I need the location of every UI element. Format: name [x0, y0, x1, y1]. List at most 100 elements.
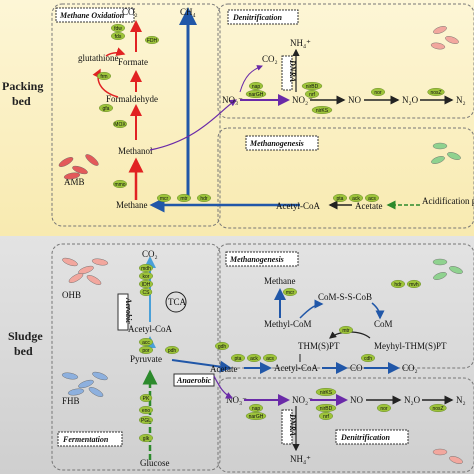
anaerobic-label: Anaerobic: [176, 376, 212, 385]
svg-text:hdr: hdr: [394, 282, 402, 288]
n2-top-label: N₂: [456, 95, 466, 105]
enzyme-mox: MOX: [112, 119, 127, 128]
svg-text:mcr: mcr: [160, 196, 169, 202]
svg-text:nor: nor: [380, 406, 388, 412]
svg-text:fdw: fdw: [114, 26, 122, 32]
denitrification-top-box: [227, 9, 299, 25]
formaldehyde-to-glutathione-arrow: [92, 68, 119, 98]
ohb-microbe: [86, 275, 102, 285]
dnra-bottom-label: DNRA: [288, 413, 297, 437]
enzyme-nrf: nrf: [319, 412, 334, 421]
svg-text:MOX: MOX: [114, 122, 126, 128]
svg-text:ack: ack: [352, 196, 360, 202]
svg-text:nosZ: nosZ: [430, 90, 441, 96]
svg-text:gdh: gdh: [218, 344, 227, 350]
cossc-to-com-arrow: [371, 302, 385, 320]
svg-text:eno: eno: [142, 408, 151, 414]
fhb-microbe: [78, 379, 94, 389]
denitrifier-microbe: [433, 26, 447, 34]
methane-label: Methane: [116, 200, 148, 210]
svg-text:PGL: PGL: [141, 418, 151, 424]
enzyme-mmo: mmo: [112, 179, 127, 188]
no3-top-label: NO₃⁻: [222, 95, 243, 105]
enzyme-nap: nap: [248, 404, 263, 413]
enzyme-mdh: mdh: [138, 264, 153, 273]
nh4-bottom-label: NH₄⁺: [290, 454, 311, 464]
enzyme-pk: PK: [139, 394, 153, 403]
enzyme-pta: pta: [230, 354, 245, 363]
methanogen-microbe: [431, 156, 445, 164]
svg-text:narGH: narGH: [249, 92, 264, 98]
enzyme-cdh: cdh: [361, 354, 376, 363]
enzyme-nap: nap: [248, 81, 263, 90]
enzyme-acs: acs: [263, 354, 278, 363]
cossc-label: CoM-S-S-CoB: [318, 292, 372, 302]
svg-text:FDH: FDH: [147, 38, 158, 44]
methane-oxidation-title: Methane Oxidation: [59, 11, 125, 20]
methanogenesis-top-region: [217, 127, 474, 229]
enzyme-hdr: hdr: [196, 193, 211, 202]
methanogen-microbe: [449, 266, 463, 274]
fhb-microbe: [67, 388, 85, 396]
enzyme-mvh: mvh: [407, 280, 422, 289]
glucose-label: Glucose: [140, 458, 170, 468]
methanogen-microbe: [432, 142, 448, 150]
enzyme-nor: nor: [377, 404, 392, 413]
aerobic-box: [117, 293, 129, 331]
svg-text:nrf: nrf: [309, 92, 315, 98]
enzyme-narGH: narGH: [245, 89, 267, 98]
amb-microbe: [85, 154, 99, 166]
ohb-microbe: [62, 257, 78, 267]
denitrification-top-region: [217, 3, 474, 119]
svg-text:nap: nap: [252, 406, 261, 412]
formate-label: Formate: [118, 57, 148, 67]
n2o-top-label: N₂O: [402, 95, 419, 105]
no-bottom-label: NO: [350, 395, 363, 405]
fermentation-box: [57, 431, 123, 447]
enzyme-nirBD: nirBD: [315, 404, 337, 413]
enzyme-idh: IDH: [138, 280, 153, 289]
denitrifier-microbe: [432, 448, 448, 456]
meyhyl-label: Meyhyl-THM(S)PT: [374, 341, 447, 351]
enzyme-nirKS: nirKS: [311, 105, 333, 114]
enzyme-nrf: nrf: [305, 89, 320, 98]
enzyme-fds: fds: [110, 32, 125, 41]
tca-circle: [165, 291, 187, 313]
acidification-label: Acidification products: [422, 196, 474, 206]
n2o-bottom-label: N₂O: [404, 395, 421, 405]
acetate-to-denitrification-arrow: [213, 375, 234, 399]
ohb-microbe: [68, 273, 84, 283]
acetate-bottom-label: Acetate: [210, 364, 237, 374]
methane-oxidation-box: [55, 7, 135, 23]
enzyme-por: por: [138, 346, 153, 355]
enzyme-pgl: PGL: [138, 416, 153, 425]
methanogen-microbe: [447, 152, 461, 160]
svg-text:acc: acc: [142, 340, 150, 346]
enzyme-fdw: fdw: [110, 24, 125, 33]
enzyme-mcr: mcr: [283, 288, 298, 297]
to-cossc-arrow: [299, 299, 324, 319]
methanol-to-denitrification-arrow: [149, 99, 238, 151]
svg-text:CS: CS: [143, 290, 151, 296]
enzyme-pta: pta: [333, 193, 348, 202]
formaldehyde-label: Formaldehyde: [106, 94, 158, 104]
enzyme-gfa: gfa: [98, 103, 113, 112]
enzyme-ack: ack: [349, 193, 364, 202]
glutathione-label: glutathione: [78, 53, 119, 63]
amb-microbe: [63, 172, 81, 180]
svg-text:nor: nor: [374, 90, 382, 96]
no2-top-label: NO₂⁻: [292, 95, 313, 105]
anaerobic-box: [173, 373, 215, 387]
microbe-illustrations: [58, 26, 463, 464]
aerobic-label: Aerobic: [124, 297, 133, 324]
co2-bottom-label: CO₂: [142, 249, 158, 259]
denitrification-bottom-title: Denitrification: [340, 433, 390, 442]
fhb-label: FHB: [62, 396, 80, 406]
svg-text:mvh: mvh: [409, 282, 419, 288]
svg-text:fds: fds: [115, 34, 122, 40]
enzyme-hdr: hdr: [391, 280, 406, 289]
methanogen-microbe: [433, 272, 447, 280]
acetylcoa-top-label: Acetyl-CoA: [276, 201, 320, 211]
